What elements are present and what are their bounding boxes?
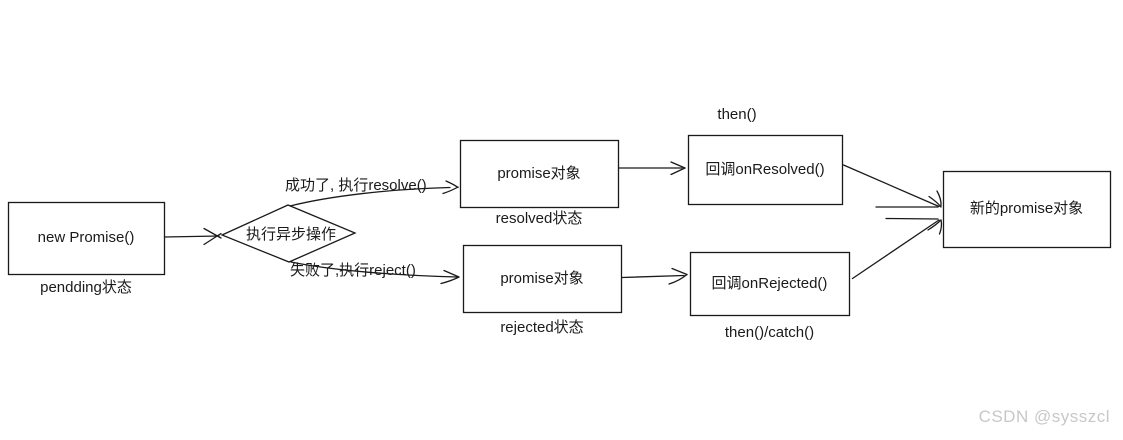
resolved-status-label: resolved状态 [495,210,583,227]
async-operation-diamond [220,204,357,263]
pendding-status-label: pendding状态 [40,279,132,296]
promise-rejected-label: promise对象 [500,269,584,287]
reject-edge-label: 失败了,执行reject() [290,262,416,279]
edge-rejected-to-onrejected [621,267,688,285]
edge-onrejected-to-newobj [851,217,943,280]
new-promise-object-label: 新的promise对象 [969,200,1084,217]
edge-resolve [289,180,459,207]
async-operation-label: 执行异步操作 [245,226,336,243]
on-resolved-label: 回调onResolved() [705,160,825,178]
resolve-edge-label: 成功了, 执行resolve() [285,177,427,194]
promise-resolved-box [459,139,620,209]
new-promise-box [7,201,166,276]
new-promise-label: new Promise() [37,229,135,246]
promise-rejected-box [462,244,623,314]
then-caption: then() [717,106,757,123]
edge-onresolved-to-newobj [842,164,942,208]
on-rejected-label: 回调onRejected() [711,274,828,292]
on-rejected-box [689,251,851,317]
edge-newpromise-to-async [163,227,222,246]
csdn-watermark: CSDN @sysszcl [978,407,1110,426]
edge-reject [290,261,460,285]
rejected-status-label: rejected状态 [500,319,584,336]
then-catch-caption: then()/catch() [724,324,815,341]
edge-resolved-to-onresolved [618,161,686,176]
promise-resolved-label: promise对象 [497,164,581,182]
on-resolved-box [687,134,844,206]
new-promise-object-box [942,170,1112,249]
